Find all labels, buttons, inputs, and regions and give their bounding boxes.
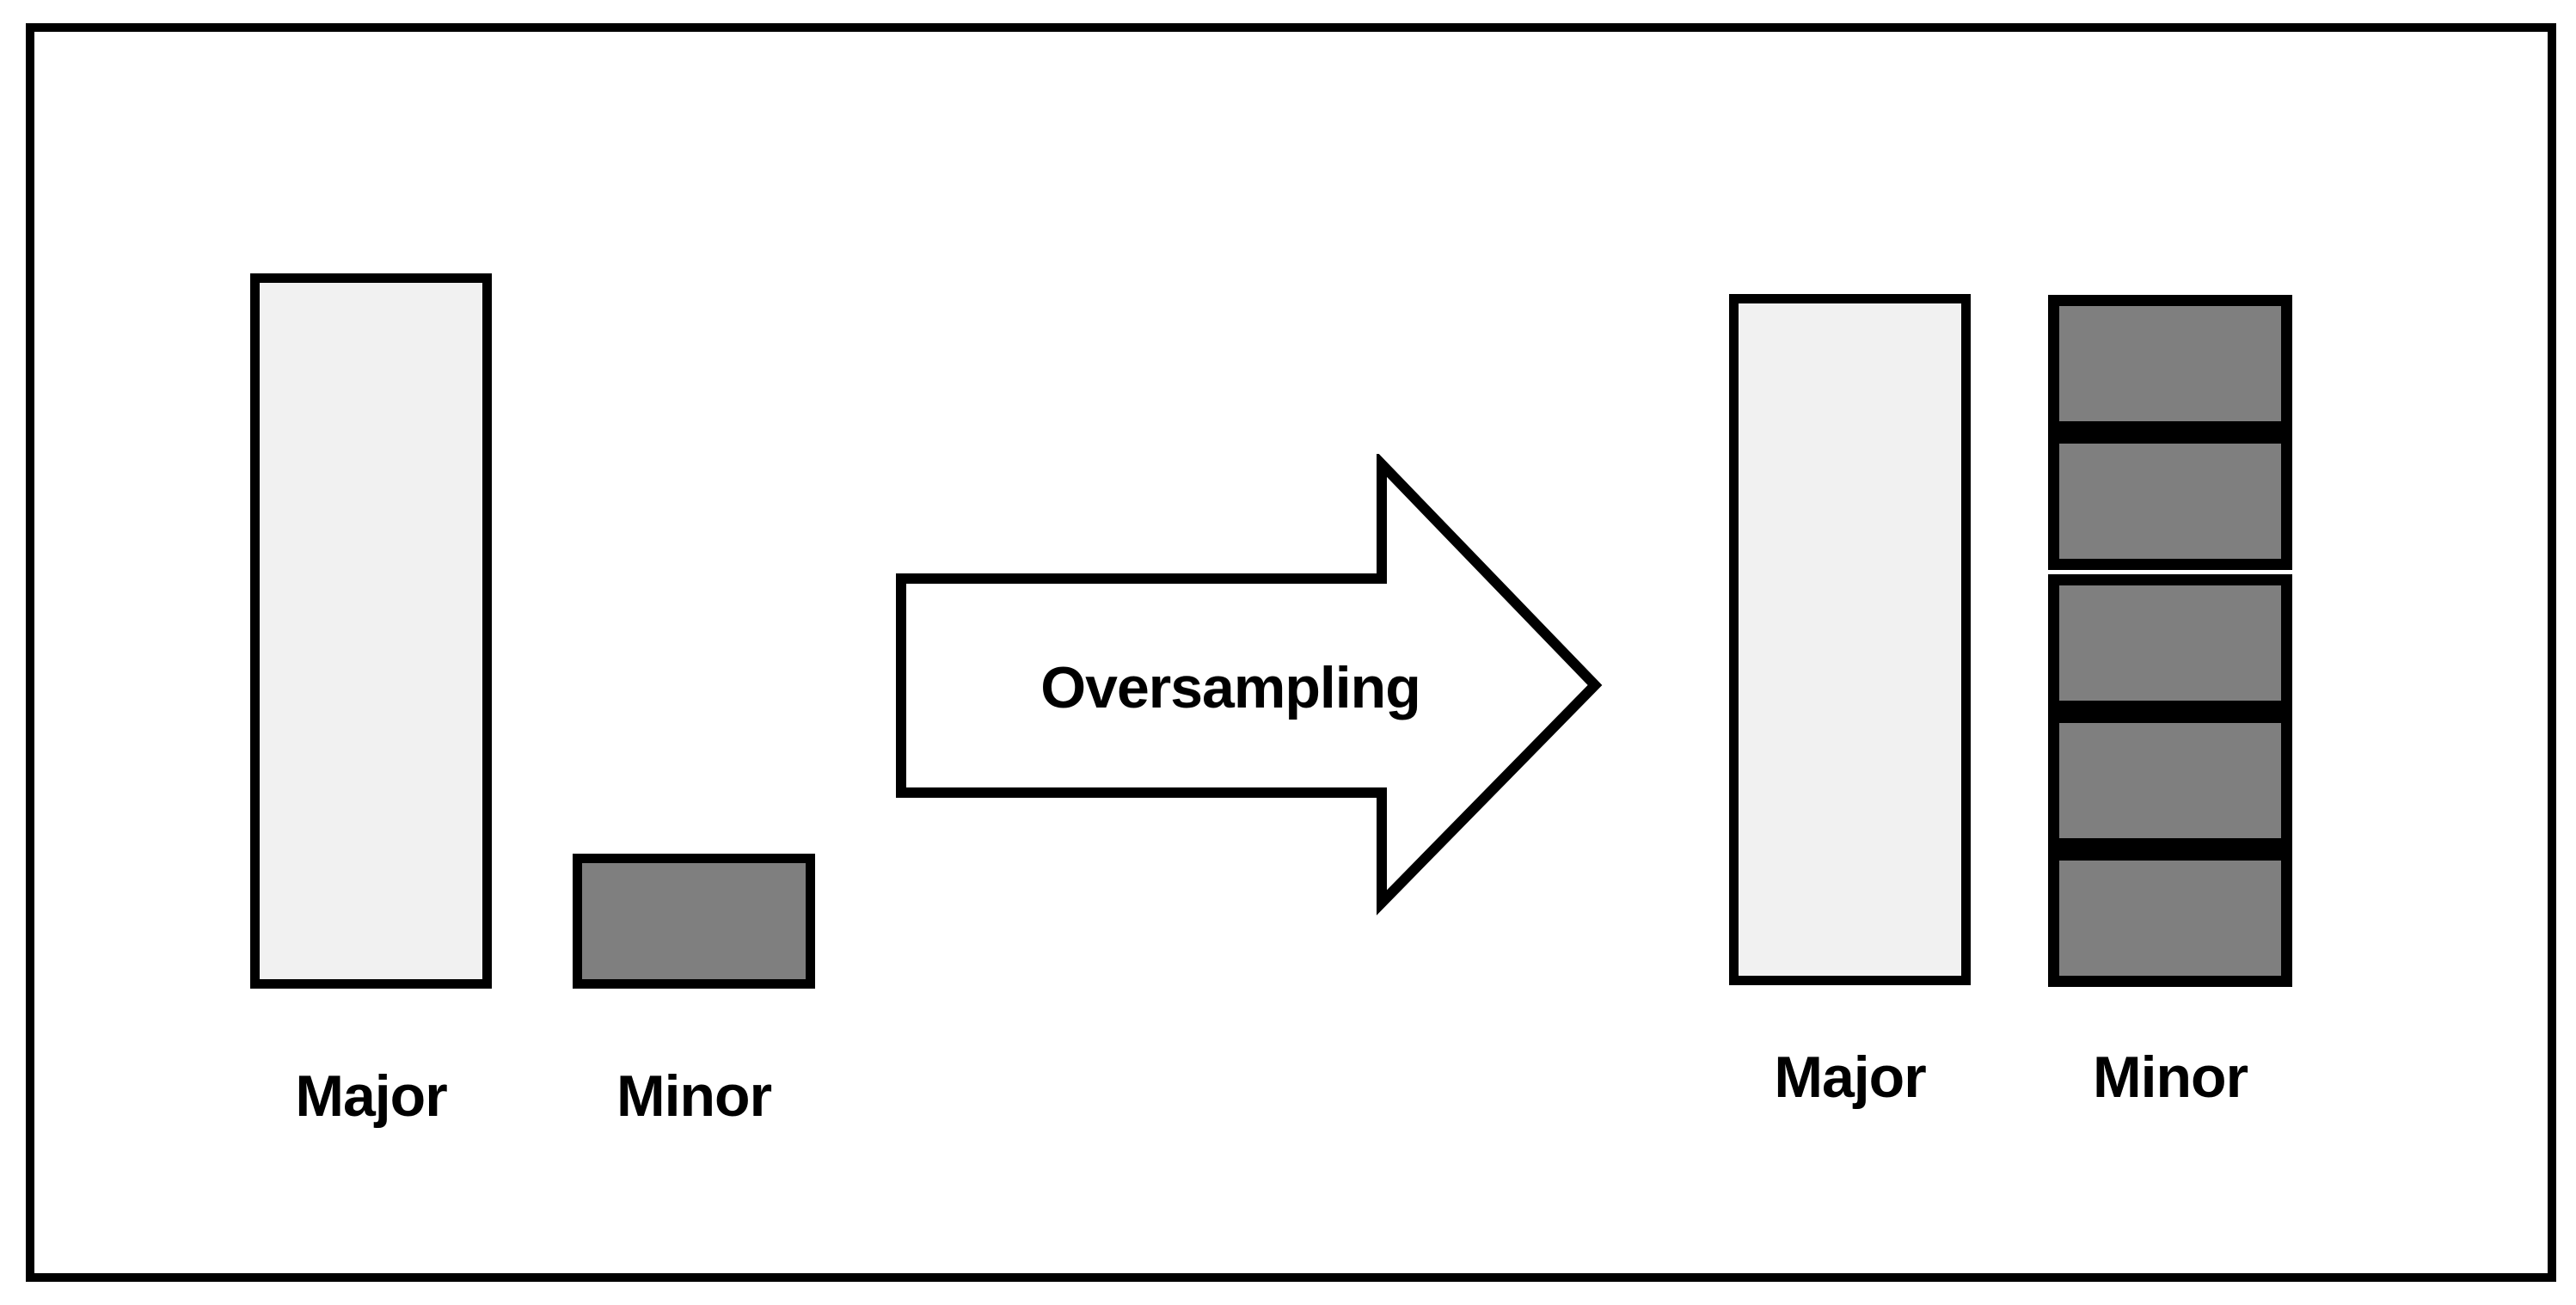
right-arrow-icon [896,454,1603,916]
before-minor-bar [573,854,815,989]
minor-sample-block [2048,849,2292,987]
after-major-bar [1729,294,1971,985]
after-minor-label: Minor [2092,1045,2248,1110]
before-minor-label: Minor [616,1063,772,1129]
minor-sample-block [2048,712,2292,849]
minor-sample-block [2048,574,2292,712]
after-minor-stack [2048,295,2292,987]
right-arrow-shape [894,454,1608,918]
after-major-label: Major [1774,1045,1926,1110]
minor-sample-block [2048,295,2292,432]
minor-sample-block [2048,432,2292,570]
before-major-label: Major [295,1063,447,1129]
before-major-bar [250,273,492,989]
arrow-label: Oversampling [1040,655,1421,720]
outer-frame: Major Minor Oversampling Major Minor [26,23,2556,1282]
